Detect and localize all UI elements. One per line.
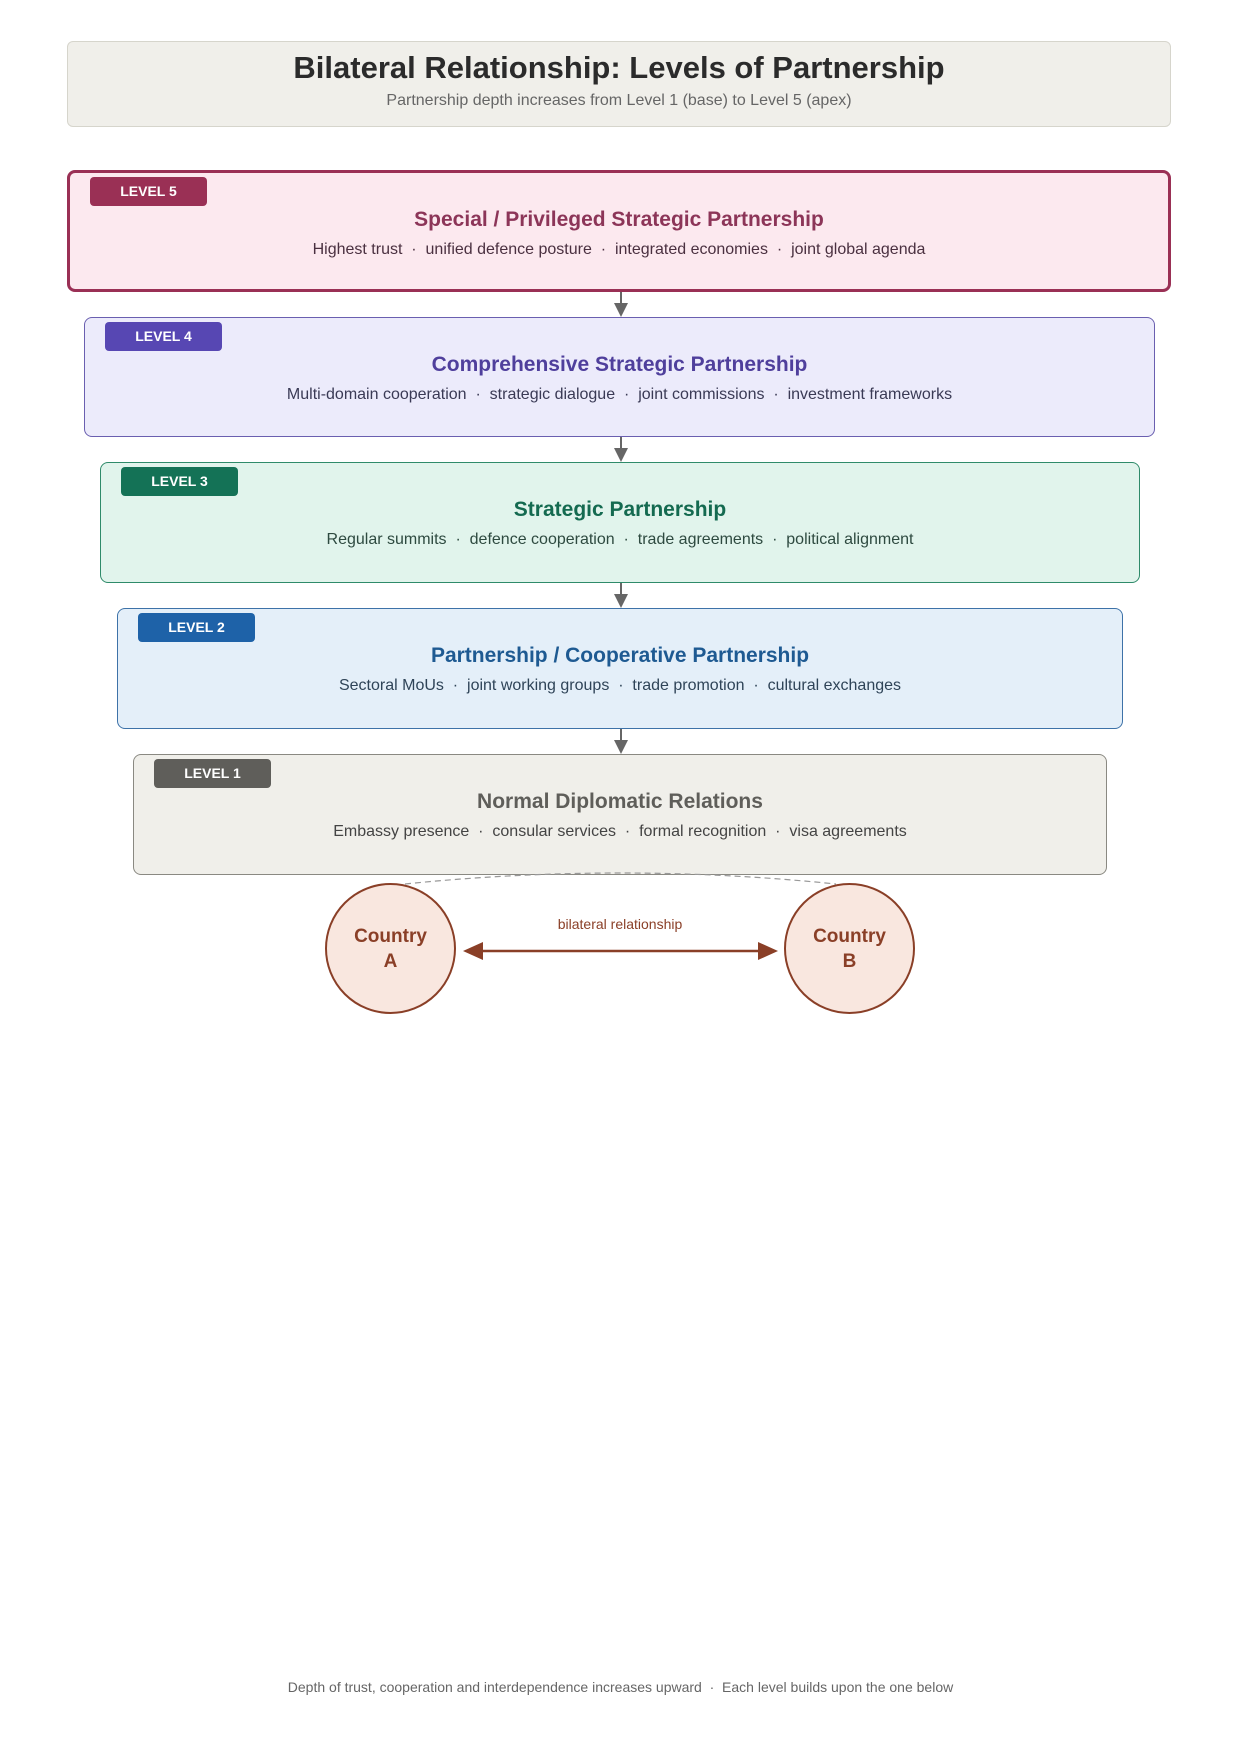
country-b-node: Country B — [784, 883, 915, 1014]
level-3-box: LEVEL 3 Strategic Partnership Regular su… — [100, 462, 1140, 583]
level-1-description: Embassy presence · consular services · f… — [333, 823, 907, 840]
level-5-badge: LEVEL 5 — [90, 177, 207, 206]
relationship-arrow-right-head — [758, 942, 778, 960]
level-2-description: Sectoral MoUs · joint working groups · t… — [338, 677, 902, 694]
level-3-description: Regular summits · defence cooperation · … — [326, 531, 914, 548]
connector-arrow-2-1 — [614, 729, 628, 754]
connector-arrow-5-4 — [614, 292, 628, 317]
level-2-box: LEVEL 2 Partnership / Cooperative Partne… — [117, 608, 1123, 729]
relationship-arrow-left-head — [463, 942, 483, 960]
level-1-title: Normal Diplomatic Relations — [477, 790, 763, 813]
country-b-letter: B — [842, 950, 857, 972]
diagram-subtitle: Partnership depth increases from Level 1… — [386, 92, 852, 109]
diagram-title: Bilateral Relationship: Levels of Partne… — [293, 50, 945, 85]
level-2-title: Partnership / Cooperative Partnership — [430, 644, 810, 667]
level-5-box: LEVEL 5 Special / Privileged Strategic P… — [67, 170, 1171, 292]
level-5-title: Special / Privileged Strategic Partnersh… — [414, 208, 824, 231]
level-3-title: Strategic Partnership — [513, 498, 727, 521]
level-4-badge: LEVEL 4 — [105, 322, 222, 351]
connector-arrow-3-2 — [614, 583, 628, 608]
level-4-box: LEVEL 4 Comprehensive Strategic Partners… — [84, 317, 1155, 437]
country-b-label: Country — [813, 925, 886, 947]
relationship-label: bilateral relationship — [557, 916, 683, 932]
footer-note: Depth of trust, cooperation and interdep… — [287, 1679, 954, 1695]
level-5-description: Highest trust · unified defence posture … — [312, 241, 926, 258]
country-a-letter: A — [383, 950, 398, 972]
connector-arrow-4-3 — [614, 437, 628, 462]
level-1-badge: LEVEL 1 — [154, 759, 271, 788]
level-4-description: Multi-domain cooperation · strategic dia… — [286, 386, 953, 403]
level-1-box: LEVEL 1 Normal Diplomatic Relations Emba… — [133, 754, 1107, 875]
level-4-title: Comprehensive Strategic Partnership — [431, 353, 808, 376]
country-a-label: Country — [354, 925, 427, 947]
level-2-badge: LEVEL 2 — [138, 613, 255, 642]
level-3-badge: LEVEL 3 — [121, 467, 238, 496]
diagram-header: Bilateral Relationship: Levels of Partne… — [67, 41, 1171, 127]
country-a-node: Country A — [325, 883, 456, 1014]
